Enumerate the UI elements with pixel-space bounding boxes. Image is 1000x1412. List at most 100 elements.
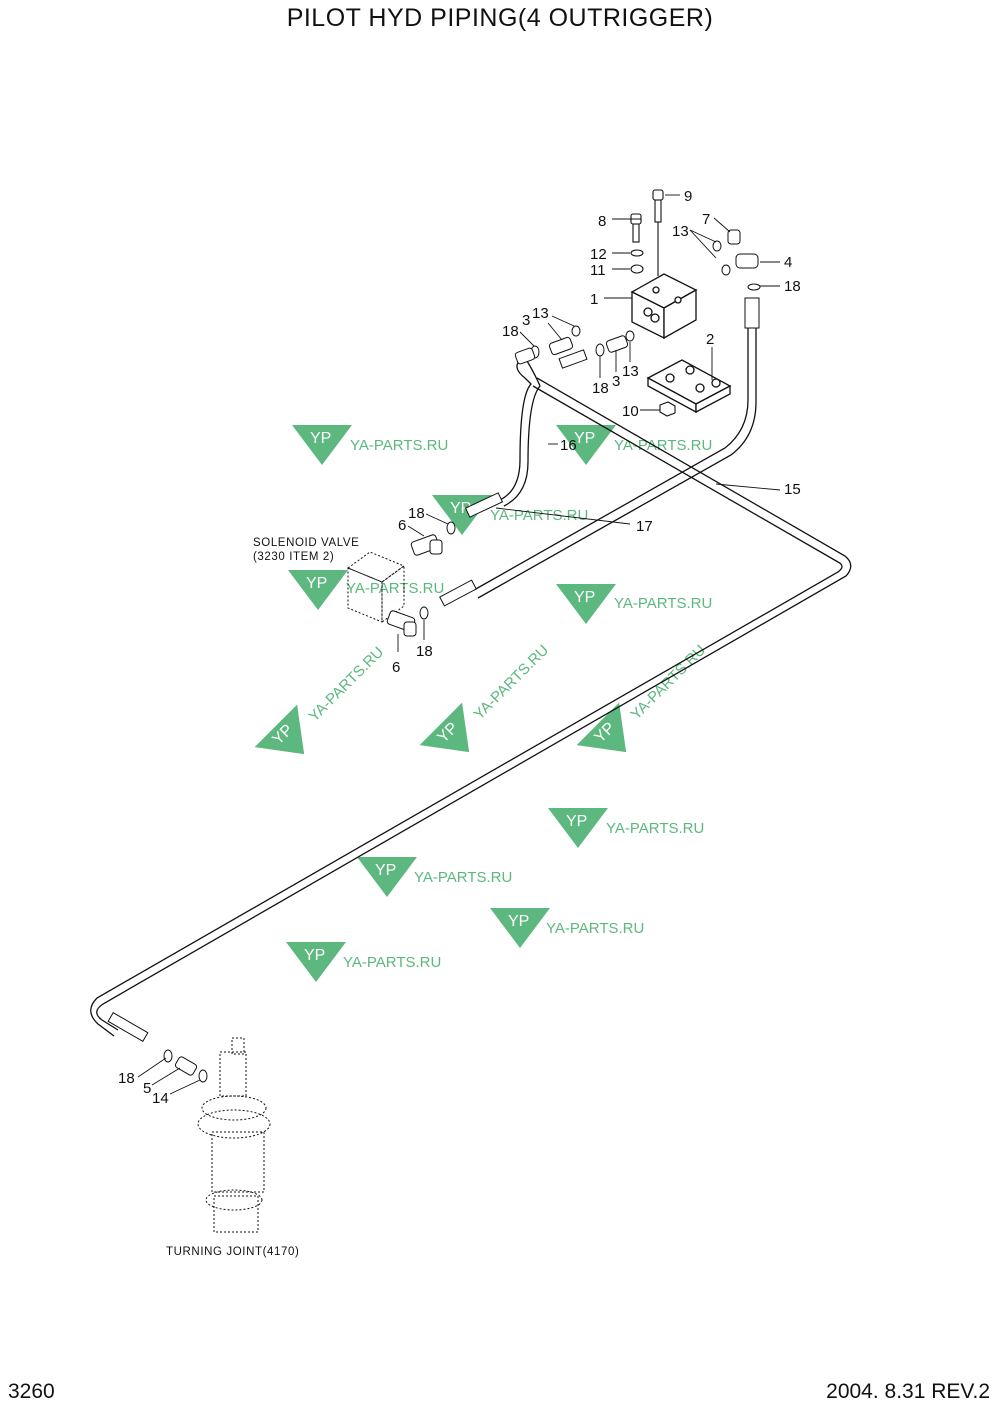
callout-13: 13 bbox=[622, 363, 639, 380]
callout-12: 12 bbox=[590, 246, 607, 263]
watermark-logo: YP bbox=[292, 425, 352, 465]
solenoid-valve-top bbox=[346, 551, 406, 583]
oring-13e bbox=[625, 330, 635, 342]
callout-18: 18 bbox=[118, 1070, 135, 1087]
callout-11: 11 bbox=[590, 262, 606, 279]
turning-joint-label: TURNING JOINT(4170) bbox=[166, 1246, 299, 1258]
bolt-8-shank bbox=[632, 223, 640, 243]
callout-18: 18 bbox=[408, 505, 425, 522]
solenoid-valve-front bbox=[347, 567, 383, 623]
oring-13b bbox=[721, 264, 731, 276]
watermark-logo: YP bbox=[490, 908, 550, 948]
svg-text:YP: YP bbox=[306, 575, 327, 592]
oring-18d bbox=[595, 343, 605, 357]
watermark-text: YA-PARTS.RU bbox=[606, 820, 704, 837]
watermark-text: YA-PARTS.RU bbox=[614, 595, 712, 612]
callout-15: 15 bbox=[784, 481, 801, 498]
bracket-plate-side bbox=[695, 384, 731, 414]
watermark-text: YA-PARTS.RU bbox=[346, 580, 444, 597]
hose-16-end-upper bbox=[558, 349, 588, 369]
watermark-logo: YP bbox=[556, 584, 616, 624]
manifold-port bbox=[643, 307, 653, 317]
oring-14 bbox=[198, 1069, 208, 1083]
pipe-15-inner bbox=[90, 385, 843, 1037]
watermark-rotated: YP YA-PARTS.RU bbox=[254, 644, 388, 755]
callout-9: 9 bbox=[684, 188, 692, 205]
svg-text:YA-PARTS.RU: YA-PARTS.RU bbox=[306, 644, 388, 726]
callout-18: 18 bbox=[502, 323, 519, 340]
hose-17-end-lower bbox=[439, 579, 477, 607]
svg-text:YP: YP bbox=[508, 913, 529, 930]
oring-18f bbox=[419, 606, 429, 620]
hose-17 bbox=[473, 318, 749, 591]
callout-6: 6 bbox=[392, 659, 400, 676]
manifold-port bbox=[650, 313, 660, 323]
watermark-text: YA-PARTS.RU bbox=[614, 437, 712, 454]
callout-16: 16 bbox=[560, 437, 577, 454]
callout-10: 10 bbox=[622, 403, 639, 420]
solenoid-valve-ref: (3230 ITEM 2) bbox=[253, 551, 334, 563]
bracket-hole bbox=[665, 373, 675, 383]
svg-text:YP: YP bbox=[375, 862, 396, 879]
manifold-port bbox=[674, 296, 682, 304]
callout-13: 13 bbox=[672, 223, 689, 240]
washer-11 bbox=[630, 264, 644, 274]
watermark-text: YA-PARTS.RU bbox=[490, 507, 588, 524]
hose-17-end-upper bbox=[744, 297, 760, 329]
page-title: PILOT HYD PIPING(4 OUTRIGGER) bbox=[286, 4, 714, 32]
svg-text:YP: YP bbox=[450, 500, 471, 517]
adapter-5 bbox=[174, 1056, 198, 1076]
bracket-hole bbox=[695, 383, 705, 393]
oring-13a bbox=[712, 240, 722, 252]
page-number: 3260 bbox=[8, 1380, 55, 1403]
bolt-9 bbox=[652, 189, 664, 201]
callout-8: 8 bbox=[598, 213, 606, 230]
hose-16 bbox=[499, 359, 532, 501]
tee-fitting-6-upper-leg bbox=[429, 539, 443, 555]
svg-text:YP: YP bbox=[310, 430, 331, 447]
watermark-logo: YP bbox=[548, 808, 608, 848]
watermark-logo: YP bbox=[556, 425, 616, 465]
bracket-hole bbox=[711, 378, 721, 388]
washer-12 bbox=[630, 249, 644, 257]
svg-text:YA-PARTS.RU: YA-PARTS.RU bbox=[471, 642, 553, 724]
bracket-hole bbox=[685, 365, 695, 375]
hose-16-inner bbox=[503, 355, 541, 507]
turning-joint bbox=[197, 1037, 271, 1233]
callout-4: 4 bbox=[784, 254, 792, 271]
elbow-4 bbox=[735, 253, 759, 269]
oring-18g bbox=[163, 1049, 173, 1063]
oring-18e bbox=[446, 521, 456, 535]
pipe-15 bbox=[96, 377, 852, 1031]
svg-text:YP: YP bbox=[574, 589, 595, 606]
watermark-text: YA-PARTS.RU bbox=[350, 437, 448, 454]
pipe-15-end-lower bbox=[107, 1011, 149, 1043]
callout-14: 14 bbox=[152, 1090, 169, 1107]
callout-2: 2 bbox=[706, 331, 714, 348]
nut-10 bbox=[659, 401, 676, 417]
revision-date: 2004. 8.31 REV.2 bbox=[826, 1380, 990, 1403]
callout-3: 3 bbox=[612, 373, 620, 390]
manifold-block-side bbox=[663, 288, 697, 340]
svg-text:YP: YP bbox=[304, 947, 325, 964]
watermark-text: YA-PARTS.RU bbox=[546, 920, 644, 937]
svg-text:YP: YP bbox=[574, 430, 595, 447]
fitting-18c bbox=[514, 347, 536, 365]
bolt-9-shank bbox=[654, 199, 662, 223]
callout-1: 1 bbox=[590, 291, 598, 308]
watermark-logo: YP bbox=[288, 570, 348, 610]
svg-text:YP: YP bbox=[566, 813, 587, 830]
watermark-logo: YP bbox=[286, 942, 346, 982]
callout-7: 7 bbox=[702, 211, 710, 228]
callout-13: 13 bbox=[532, 305, 549, 322]
callout-18: 18 bbox=[592, 380, 609, 397]
adapter-3b bbox=[605, 335, 629, 353]
callout-5: 5 bbox=[143, 1080, 151, 1097]
watermark-text: YA-PARTS.RU bbox=[414, 869, 512, 886]
manifold-port bbox=[652, 286, 660, 294]
hose-17-inner bbox=[477, 318, 757, 599]
adapter-3a bbox=[548, 336, 574, 356]
callout-6: 6 bbox=[398, 517, 406, 534]
callout-18: 18 bbox=[784, 278, 801, 295]
